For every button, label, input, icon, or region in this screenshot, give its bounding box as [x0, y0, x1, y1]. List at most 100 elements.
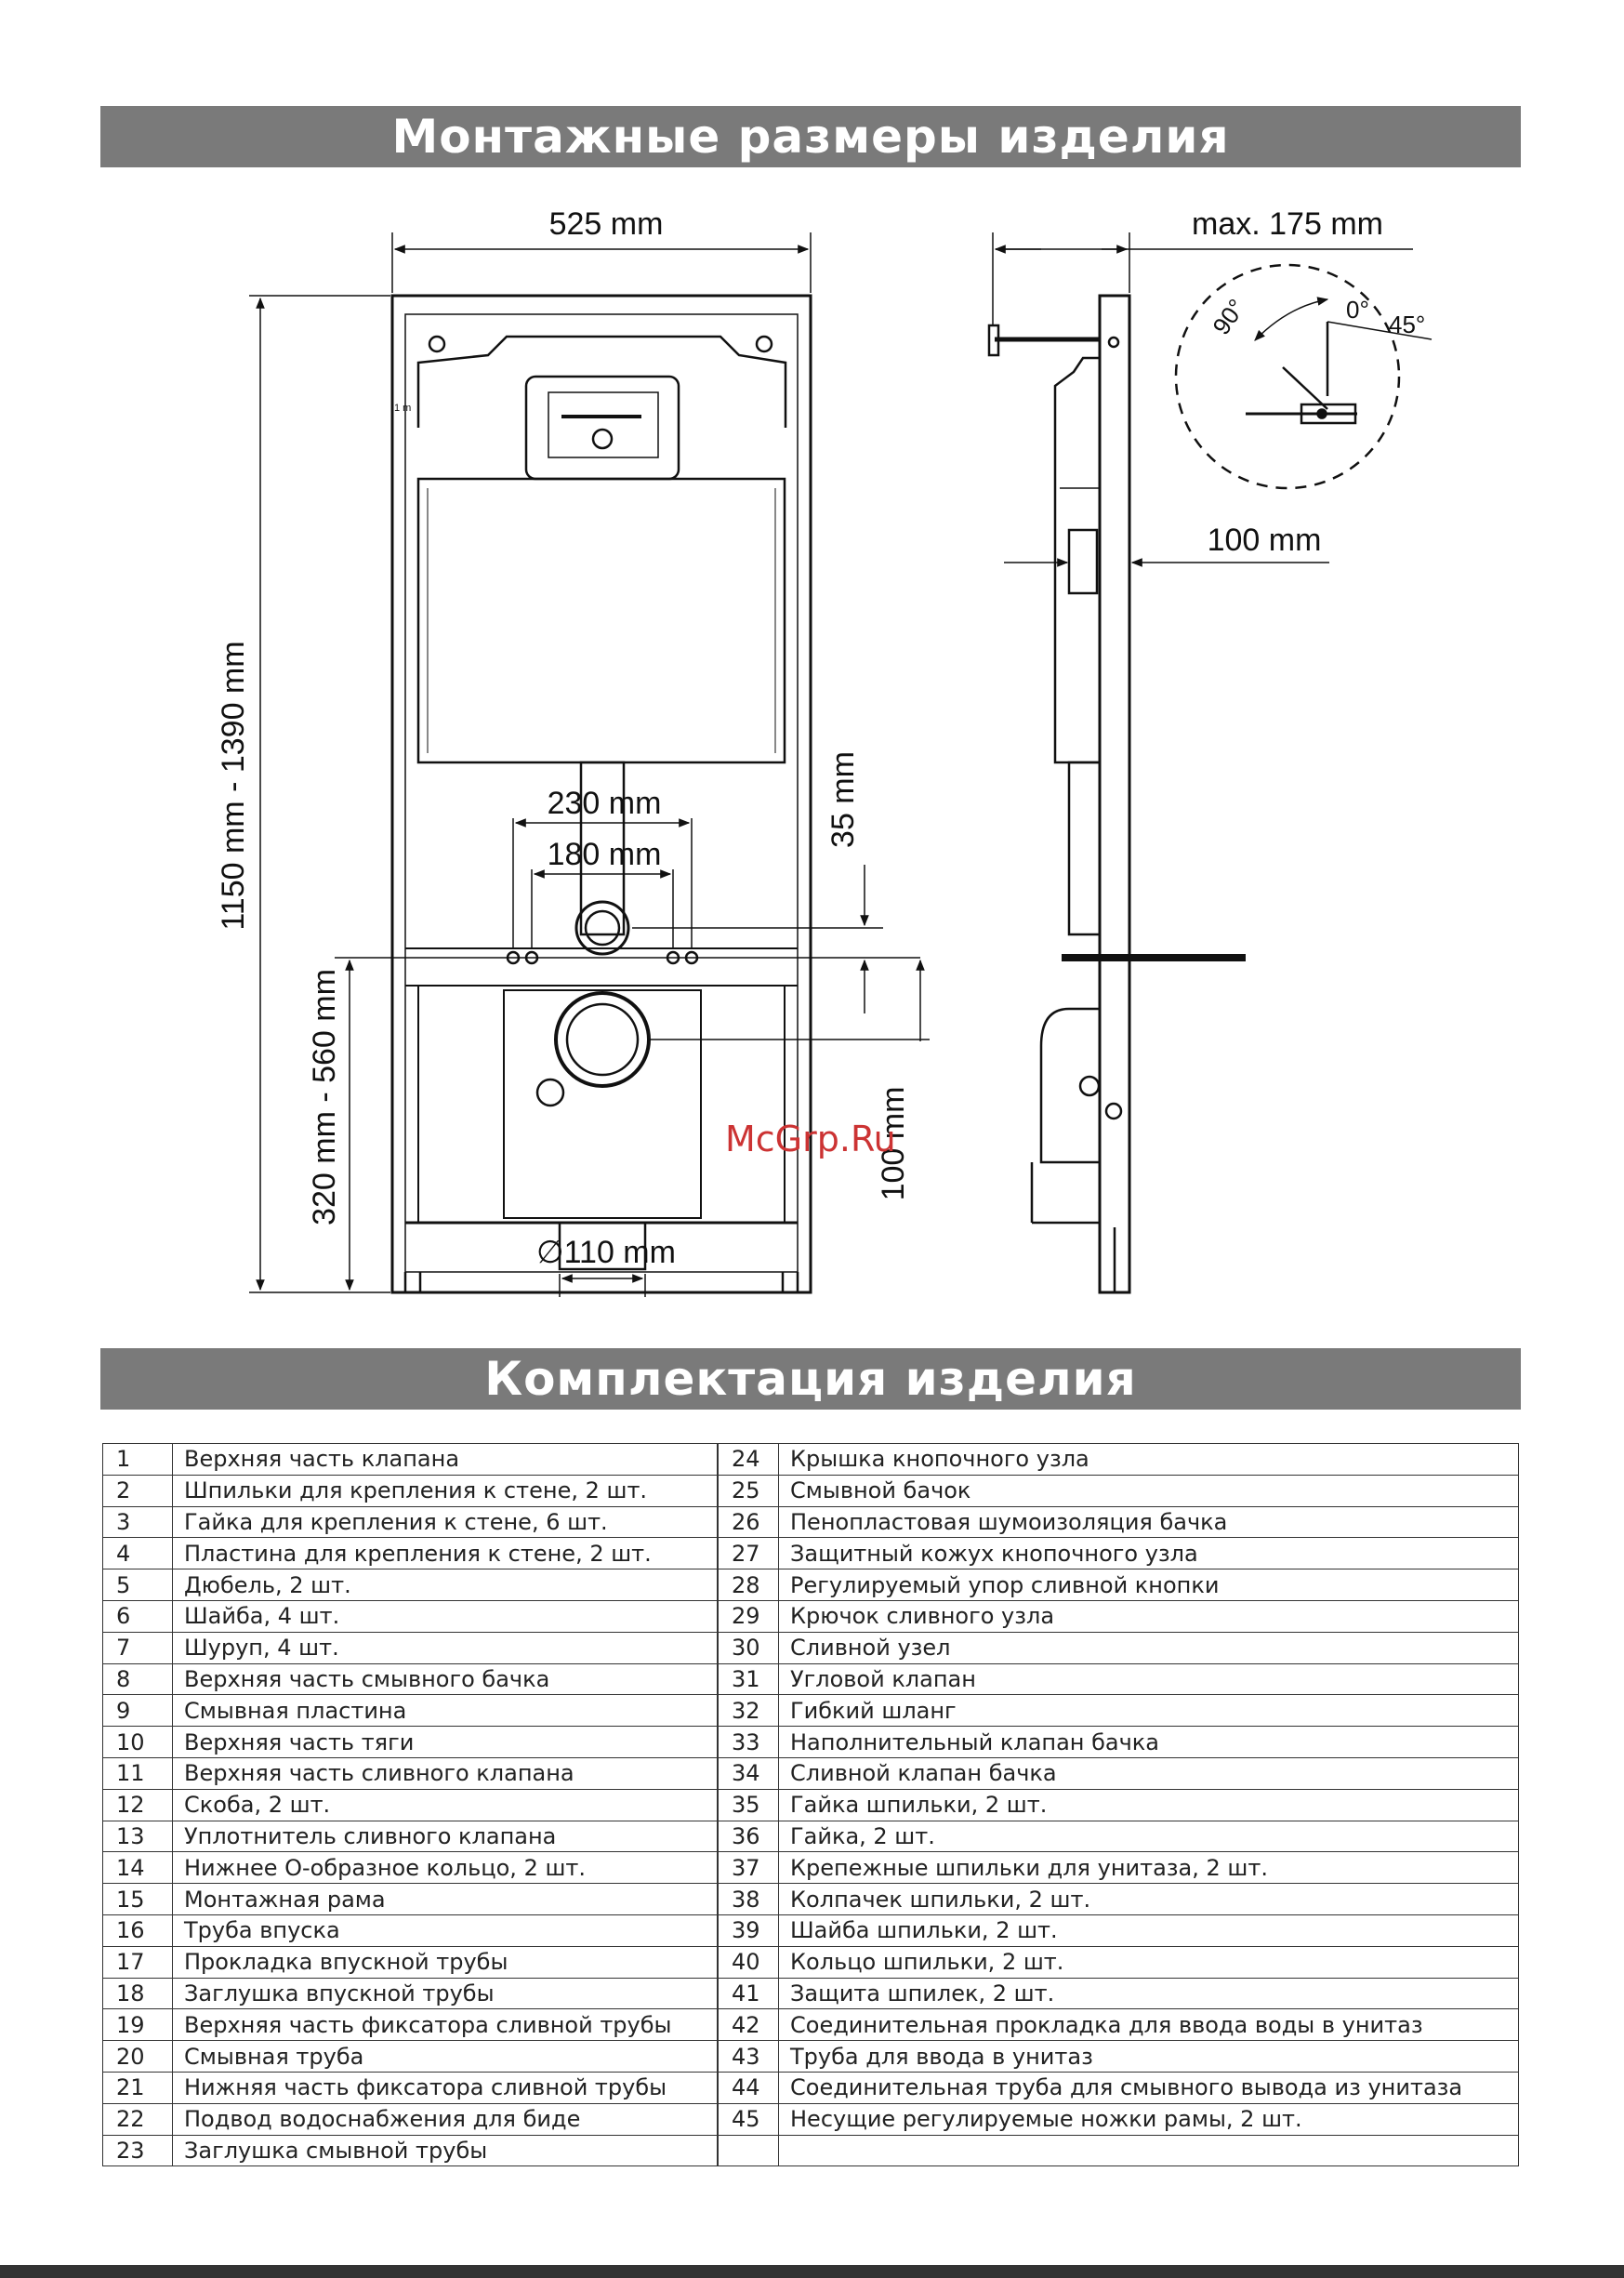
part-name: Подвод водоснабжения для биде — [172, 2102, 718, 2136]
part-number: 22 — [102, 2102, 173, 2136]
angle-45-label: 45° — [1389, 311, 1425, 338]
part-name: Прокладка впускной трубы — [172, 1945, 718, 1979]
part-number: 12 — [102, 1788, 173, 1821]
kit-contents-title: Комплектация изделия — [100, 1348, 1521, 1410]
bottom-rule — [0, 2265, 1624, 2278]
part-number: 18 — [102, 1977, 173, 2010]
stud-inner-dimension: 180 mm — [548, 837, 662, 872]
small-scale-mark: 1 m — [394, 403, 411, 414]
stud-outer-dimension: 230 mm — [548, 786, 662, 821]
part-name: Смывной бачок — [778, 1474, 1519, 1507]
part-name: Труба впуска — [172, 1914, 718, 1947]
part-number: 42 — [718, 2008, 779, 2042]
part-number: 33 — [718, 1726, 779, 1758]
part-name: Крючок сливного узла — [778, 1599, 1519, 1633]
part-name: Верхняя часть тяги — [172, 1726, 718, 1758]
part-number: 37 — [718, 1851, 779, 1885]
installation-drawing: 525 mm 1150 mm - 1390 mm 320 mm - 560 mm… — [216, 206, 1433, 1297]
part-number: 10 — [102, 1726, 173, 1758]
part-name: Верхняя часть сливного клапана — [172, 1756, 718, 1790]
part-number: 40 — [718, 1945, 779, 1979]
part-number: 5 — [102, 1569, 173, 1601]
side-view — [987, 294, 1246, 1294]
part-name: Несущие регулируемые ножки рамы, 2 шт. — [778, 2102, 1519, 2136]
part-name: Гайка, 2 шт. — [778, 1820, 1519, 1853]
part-name: Уплотнитель сливного клапана — [172, 1820, 718, 1853]
watermark: McGrp.Ru — [725, 1119, 896, 1159]
part-name: Монтажная рама — [172, 1883, 718, 1915]
part-number: 28 — [718, 1569, 779, 1601]
part-name: Нижняя часть фиксатора сливной трубы — [172, 2071, 718, 2104]
part-number: 8 — [102, 1662, 173, 1696]
part-number: 34 — [718, 1756, 779, 1790]
part-number: 19 — [102, 2008, 173, 2042]
part-name: Гайка для крепления к стене, 6 шт. — [172, 1505, 718, 1539]
width-dimension: 525 mm — [549, 206, 664, 242]
pipe-diameter-dimension: ∅110 mm — [536, 1235, 676, 1270]
part-name: Наполнительный клапан бачка — [778, 1726, 1519, 1758]
angle-0-label: 0° — [1346, 296, 1369, 324]
part-name: Труба для ввода в унитаз — [778, 2040, 1519, 2073]
part-name: Скоба, 2 шт. — [172, 1788, 718, 1821]
part-name: Верхняя часть клапана — [172, 1443, 718, 1476]
part-number: 26 — [718, 1505, 779, 1539]
part-name: Соединительная труба для смывного вывода… — [778, 2071, 1519, 2104]
part-name — [778, 2134, 1519, 2167]
part-number: 25 — [718, 1474, 779, 1507]
part-name: Регулируемый упор сливной кнопки — [778, 1569, 1519, 1601]
part-number: 4 — [102, 1537, 173, 1570]
part-number: 32 — [718, 1694, 779, 1728]
part-name: Шайба шпильки, 2 шт. — [778, 1914, 1519, 1947]
part-number: 16 — [102, 1914, 173, 1947]
part-name: Гибкий шланг — [778, 1694, 1519, 1728]
part-name: Смывная труба — [172, 2040, 718, 2073]
part-name: Угловой клапан — [778, 1662, 1519, 1696]
height-dimension: 1150 mm - 1390 mm — [216, 641, 251, 930]
part-name: Защита шпилек, 2 шт. — [778, 1977, 1519, 2010]
part-number: 15 — [102, 1883, 173, 1915]
part-name: Шайба, 4 шт. — [172, 1599, 718, 1633]
part-number: 14 — [102, 1851, 173, 1885]
part-number: 6 — [102, 1599, 173, 1633]
part-number: 1 — [102, 1443, 173, 1476]
part-number: 24 — [718, 1443, 779, 1476]
part-name: Гайка шпильки, 2 шт. — [778, 1788, 1519, 1821]
part-number: 36 — [718, 1820, 779, 1853]
part-name: Шпильки для крепления к стене, 2 шт. — [172, 1474, 718, 1507]
part-name: Заглушка впускной трубы — [172, 1977, 718, 2010]
max-depth-dimension: max. 175 mm — [1192, 206, 1383, 242]
part-number: 20 — [102, 2040, 173, 2073]
offset-100-vertical-dimension: 100 mm — [876, 1087, 911, 1201]
lower-height-dimension: 320 mm - 560 mm — [307, 969, 342, 1225]
part-name: Защитный кожух кнопочного узла — [778, 1537, 1519, 1570]
part-name: Пенопластовая шумоизоляция бачка — [778, 1505, 1519, 1539]
part-number: 30 — [718, 1631, 779, 1664]
part-name: Верхняя часть фиксатора сливной трубы — [172, 2008, 718, 2042]
